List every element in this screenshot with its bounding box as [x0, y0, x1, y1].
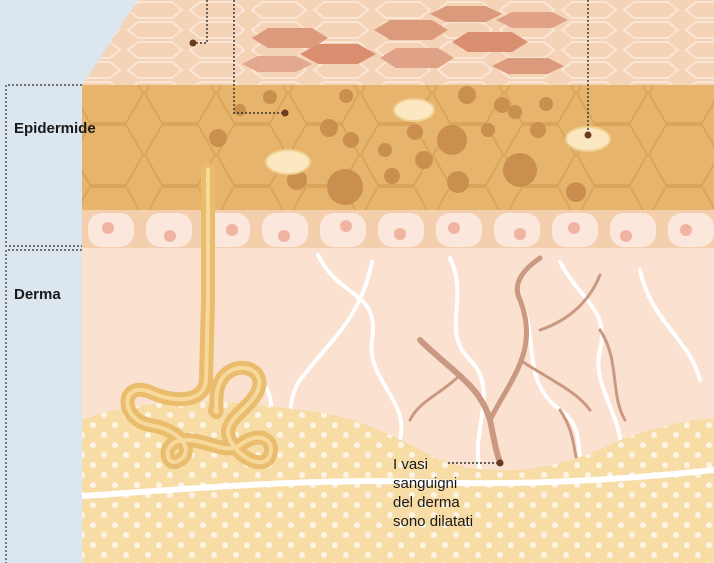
stratum-corneum — [82, 0, 714, 85]
layer-brackets — [6, 85, 82, 563]
basal-cell-row — [82, 210, 714, 250]
vessels-annotation-line: sono dilatati — [393, 512, 473, 531]
vessels-annotation-line: del derma — [393, 493, 473, 512]
vessels-annotation-line: I vasi — [393, 455, 473, 474]
vessels-annotation-line: sanguigni — [393, 474, 473, 493]
epidermis-label: Epidermide — [14, 120, 96, 137]
vessels-annotation: I vasi sanguigni del derma sono dilatati — [393, 455, 473, 531]
epidermis-layer — [82, 85, 714, 213]
dermis-label: Derma — [14, 286, 61, 303]
